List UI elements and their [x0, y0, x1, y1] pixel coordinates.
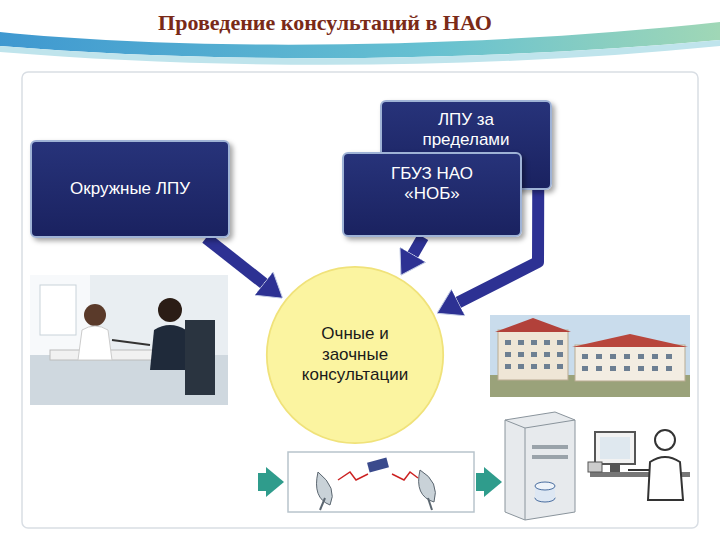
consultation-circle: Очные и заочные консультации [265, 265, 445, 445]
text-stack: Окружные ЛПУ [70, 179, 190, 199]
flow-arrow [258, 473, 266, 491]
node-label: Окружные ЛПУ [70, 179, 190, 199]
slide-title: Проведение консультаций в НАО [0, 10, 650, 36]
node-label: ГБУЗ НАО «НОБ» [374, 164, 490, 205]
text-stack: ЛПУ за пределами [408, 110, 524, 151]
source-box: ГБУЗ НАО «НОБ» [342, 152, 522, 237]
flow-arrow [476, 473, 484, 491]
text-stack: Очные и заочные консультации [290, 324, 420, 385]
node-label: Очные и заочные консультации [290, 324, 420, 385]
text-stack: ГБУЗ НАО «НОБ» [374, 164, 490, 205]
server-icon [505, 412, 575, 520]
header-swoosh [0, 40, 720, 65]
doctor-photo [30, 275, 228, 405]
operator-icon [588, 430, 690, 500]
node-label: ЛПУ за пределами [408, 110, 524, 151]
panel [22, 72, 698, 528]
satellite-link [288, 452, 474, 512]
source-box: Окружные ЛПУ [30, 140, 230, 238]
hospital-photo [490, 315, 690, 397]
flow-arrow [413, 237, 423, 254]
flow-arrow [206, 238, 264, 283]
